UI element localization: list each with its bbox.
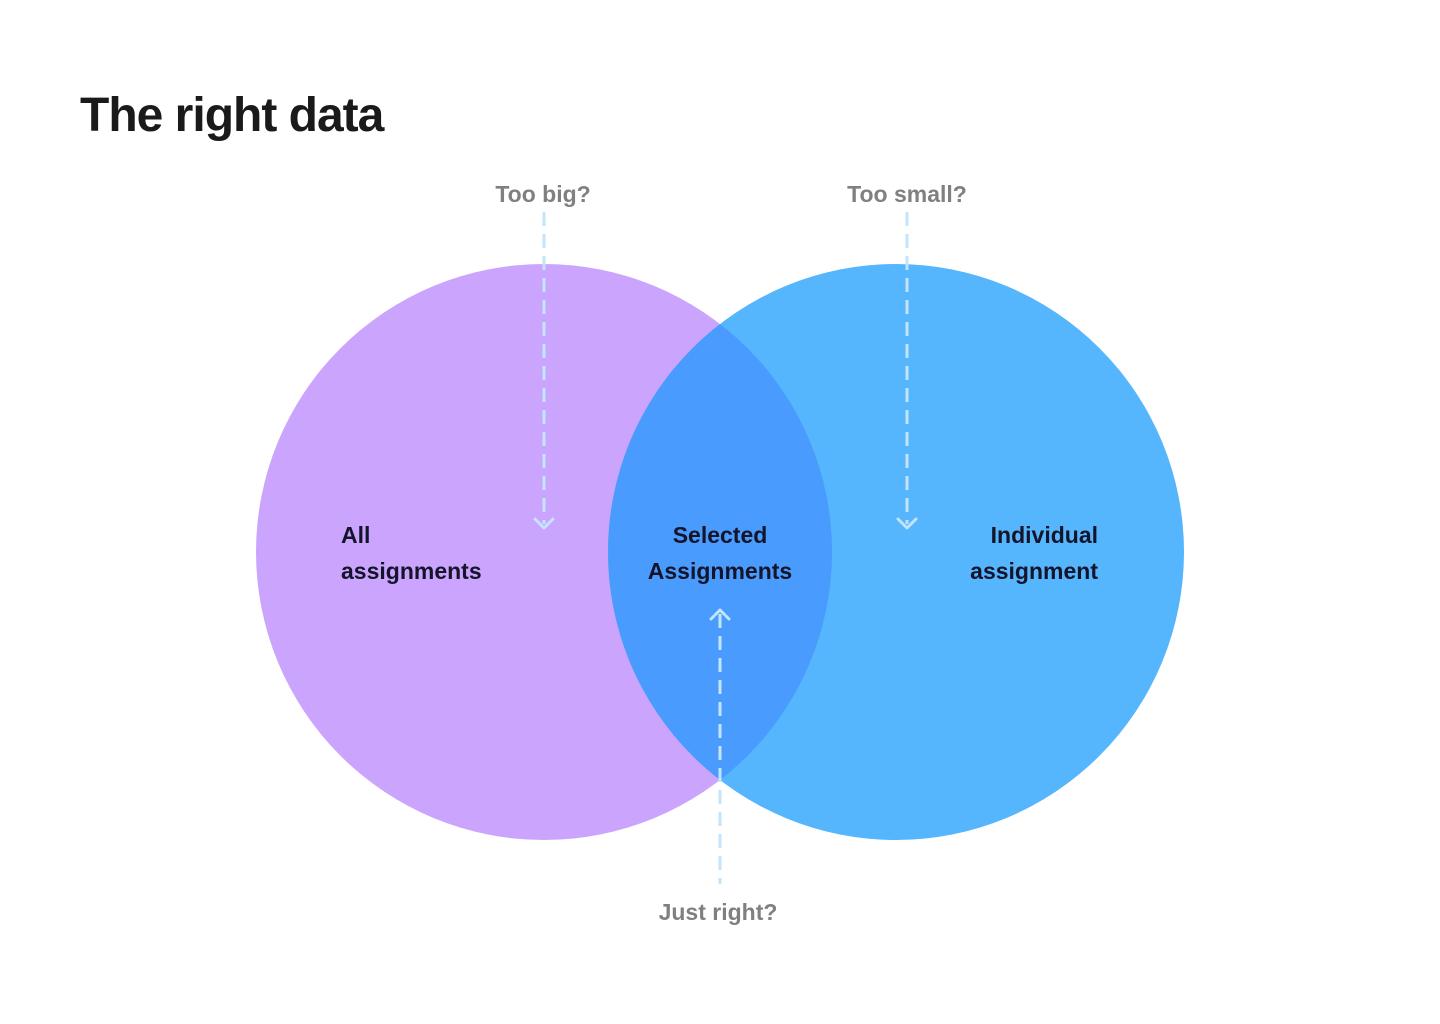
- overlap-selected-assignments: [608, 264, 832, 840]
- page-title: The right data: [80, 89, 384, 142]
- selected-assignments-label-line1: Selected: [673, 522, 768, 548]
- just-right-question: Just right?: [659, 899, 778, 925]
- just-right-arrow-icon: [709, 608, 731, 621]
- all-assignments-label-line2: assignments: [341, 558, 482, 584]
- selected-assignments-label-line2: Assignments: [648, 558, 792, 584]
- too-big-arrow-icon: [533, 517, 555, 530]
- all-assignments-label-line1: All: [341, 522, 370, 548]
- too-small-question: Too small?: [847, 181, 967, 207]
- individual-assignment-label-line2: assignment: [970, 558, 1098, 584]
- too-big-question: Too big?: [495, 181, 590, 207]
- too-small-arrow-icon: [896, 517, 918, 530]
- individual-assignment-label-line1: Individual: [991, 522, 1098, 548]
